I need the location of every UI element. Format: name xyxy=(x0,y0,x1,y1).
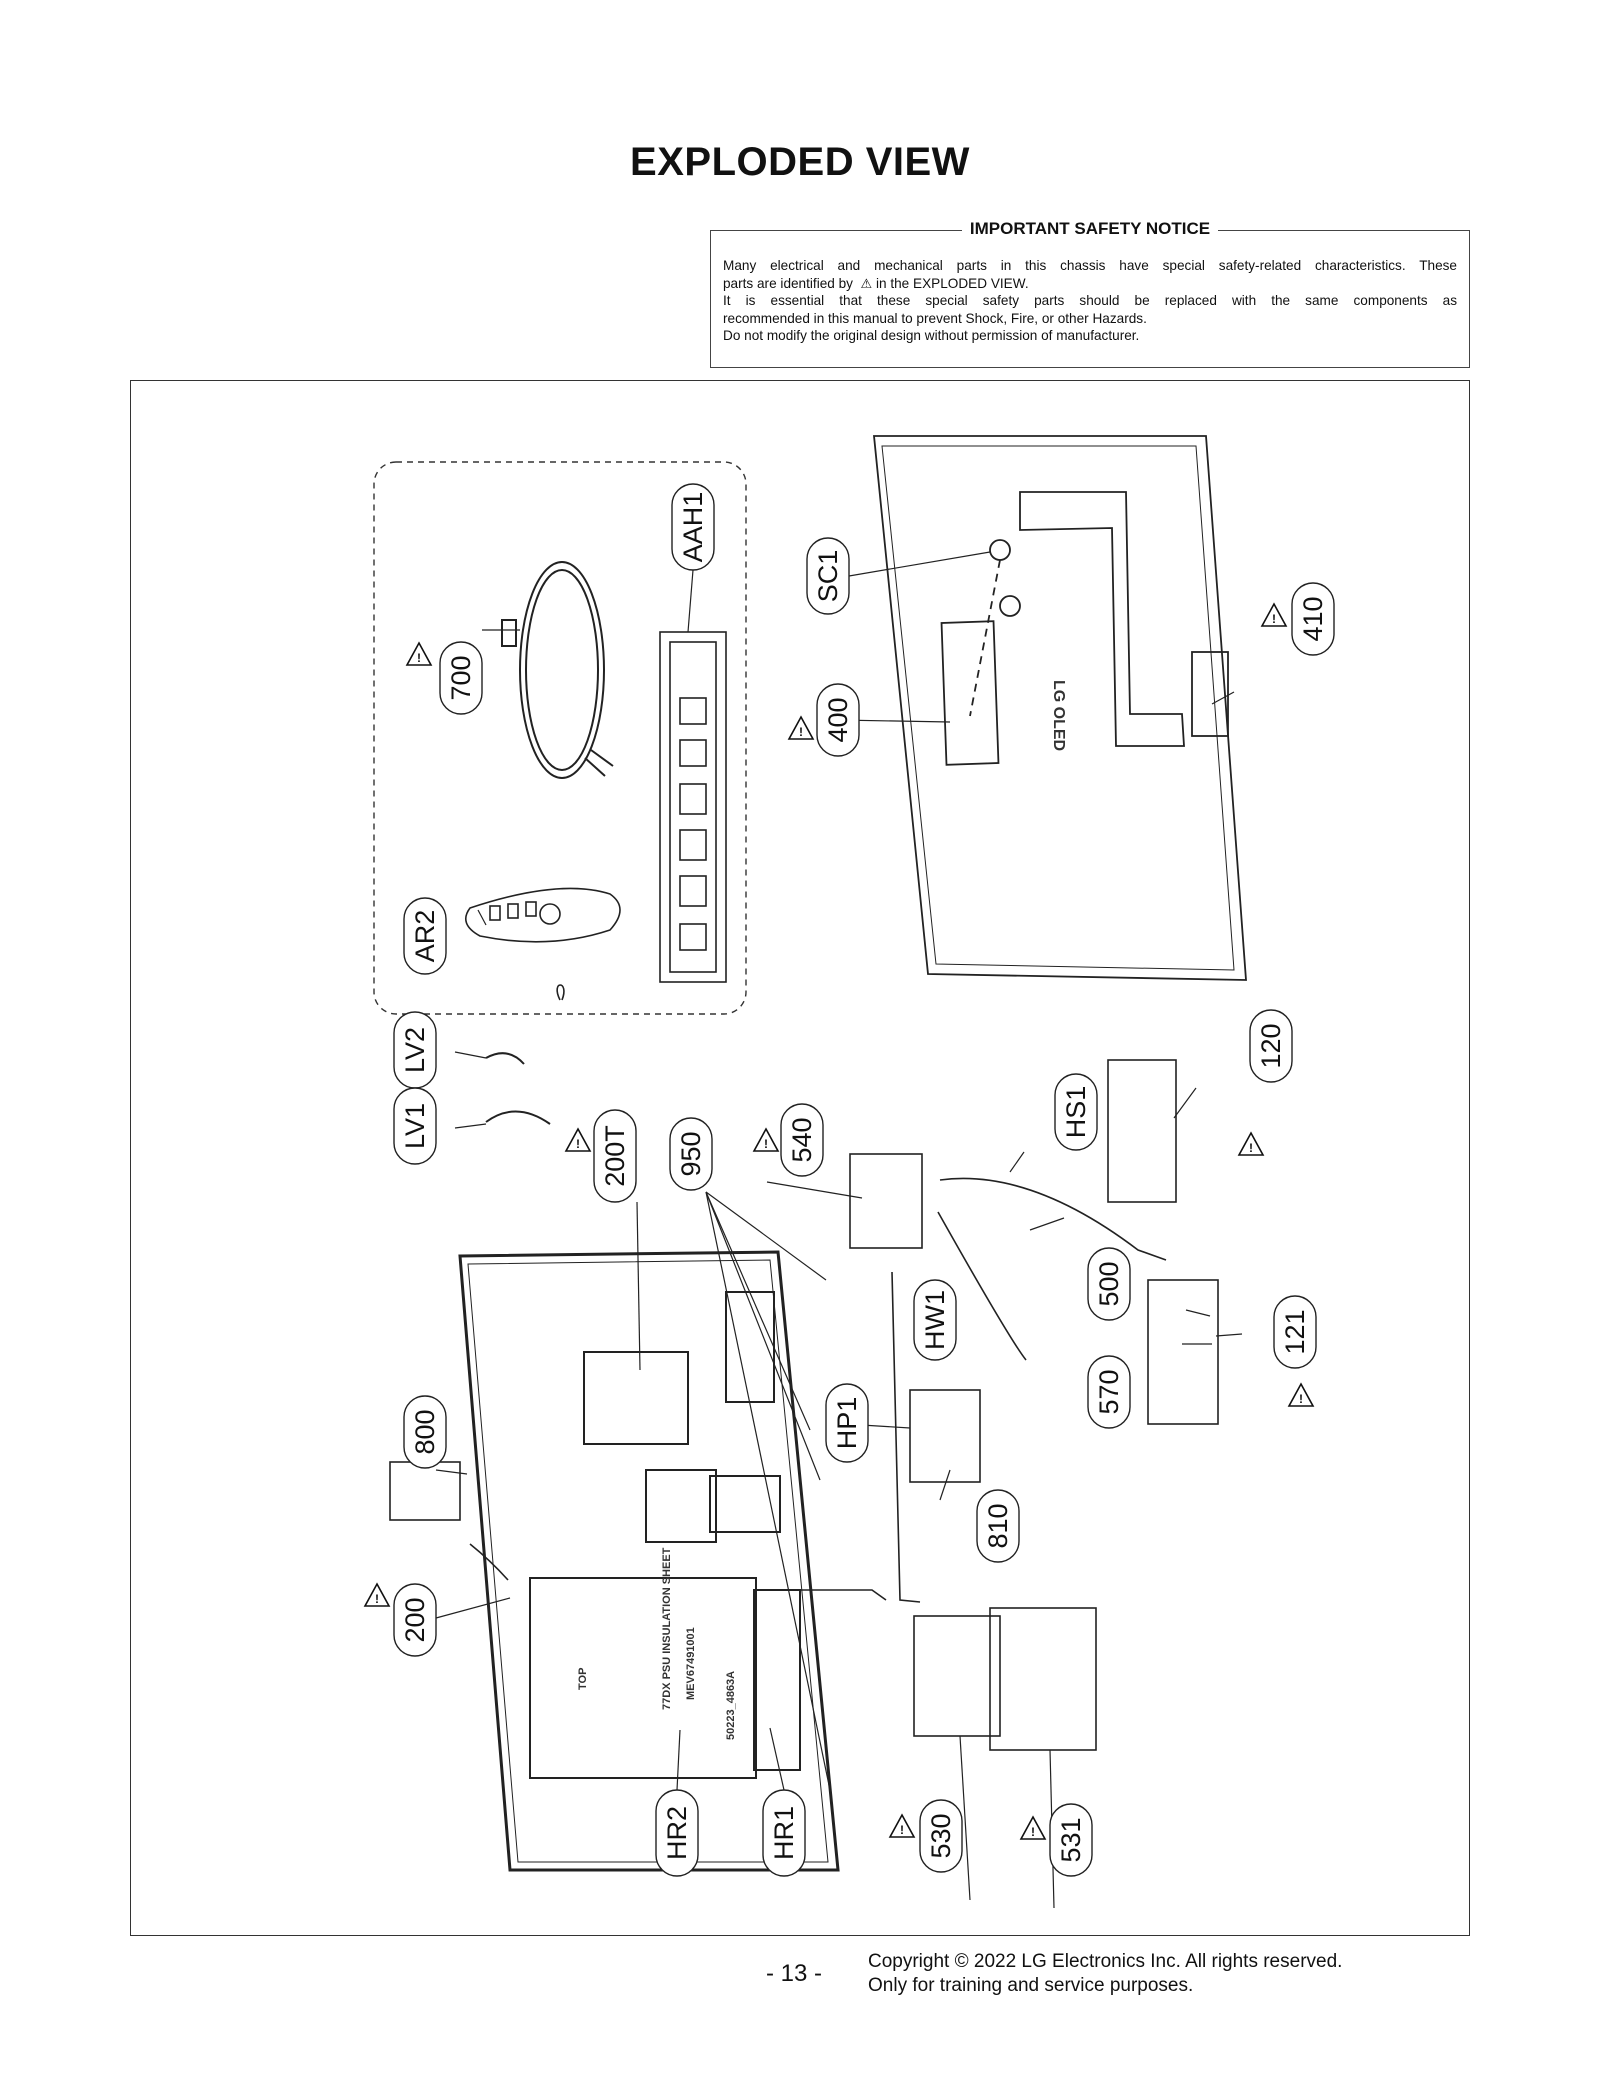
svg-text:410: 410 xyxy=(1298,596,1328,641)
cable-hp1 xyxy=(891,1271,921,1603)
back-cover xyxy=(873,435,1247,981)
svg-text:570: 570 xyxy=(1094,1369,1124,1414)
callout-hr2: HR2 xyxy=(655,1789,699,1877)
svg-text:HP1: HP1 xyxy=(832,1397,862,1450)
svg-text:200: 200 xyxy=(400,1597,430,1642)
svg-text:121: 121 xyxy=(1280,1309,1310,1354)
warning-icon: ⚠ xyxy=(860,275,873,291)
notice-line-5: Do not modify the original design withou… xyxy=(723,328,1140,343)
power-cord xyxy=(501,561,614,779)
svg-text:810: 810 xyxy=(983,1503,1013,1548)
warning-icon xyxy=(1288,1383,1314,1407)
notice-heading: IMPORTANT SAFETY NOTICE xyxy=(961,219,1219,238)
callout-hw1: HW1 xyxy=(913,1279,957,1361)
brand-logo: LG OLED xyxy=(1050,680,1067,751)
svg-text:950: 950 xyxy=(676,1131,706,1176)
warning-icon xyxy=(788,716,814,740)
callout-570: 570 xyxy=(1087,1355,1131,1429)
svg-text:HR2: HR2 xyxy=(662,1806,692,1860)
warning-icon xyxy=(1261,603,1287,627)
callout-200t: 200T xyxy=(593,1109,637,1203)
notice-line-4: recommended in this manual to prevent Sh… xyxy=(723,310,1147,326)
svg-text:HS1: HS1 xyxy=(1061,1086,1091,1139)
callout-120: 120 xyxy=(1249,1009,1293,1083)
svg-text:400: 400 xyxy=(823,697,853,742)
power-board-530 xyxy=(913,1615,1001,1737)
safety-notice: IMPORTANT SAFETY NOTICE Many electrical … xyxy=(710,219,1470,368)
callout-lv2: LV2 xyxy=(393,1011,437,1089)
remote-control xyxy=(464,887,621,943)
cable-lv2 xyxy=(485,1052,525,1065)
copyright-line: Copyright © 2022 LG Electronics Inc. All… xyxy=(868,1951,1343,1972)
svg-text:700: 700 xyxy=(446,655,476,700)
svg-text:540: 540 xyxy=(787,1117,817,1162)
callout-500: 500 xyxy=(1087,1247,1131,1321)
bracket-800 xyxy=(389,1461,461,1521)
callout-540: 540 xyxy=(780,1103,824,1177)
purpose-line: Only for training and service purposes. xyxy=(868,1975,1194,1996)
psu-code: 50223_4863A xyxy=(725,1671,737,1740)
svg-text:HR1: HR1 xyxy=(769,1806,799,1860)
callout-ar2: AR2 xyxy=(403,897,447,975)
svg-text:531: 531 xyxy=(1056,1817,1086,1862)
callout-700: 700 xyxy=(439,641,483,715)
callout-121: 121 xyxy=(1273,1295,1317,1369)
callout-400: 400 xyxy=(816,683,860,757)
cable-lv1 xyxy=(485,1110,551,1125)
callout-950: 950 xyxy=(669,1117,713,1191)
callout-531: 531 xyxy=(1049,1803,1093,1877)
svg-text:AR2: AR2 xyxy=(410,910,440,963)
svg-text:LV2: LV2 xyxy=(400,1027,430,1073)
main-board xyxy=(849,1153,923,1249)
psu-part-number: MEV67491001 xyxy=(685,1627,697,1700)
warning-icon xyxy=(406,642,432,666)
callout-410: 410 xyxy=(1291,582,1335,656)
psu-sheet-label: 77DX PSU INSULATION SHEET xyxy=(661,1547,673,1710)
callout-aah1: AAH1 xyxy=(671,483,715,571)
warning-icon xyxy=(364,1583,390,1607)
svg-text:530: 530 xyxy=(926,1813,956,1858)
top-marker: TOP xyxy=(577,1668,589,1690)
warning-icon xyxy=(1238,1132,1264,1156)
svg-text:SC1: SC1 xyxy=(813,550,843,603)
exploded-view-diagram: ! LG OLED xyxy=(364,435,1335,1909)
callout-530: 530 xyxy=(919,1799,963,1873)
wall-bracket xyxy=(659,631,727,983)
cable-hw1 xyxy=(937,1211,1027,1361)
speaker-120 xyxy=(1107,1059,1177,1203)
accessory-group-box xyxy=(373,461,747,1015)
power-board-531 xyxy=(989,1607,1097,1751)
svg-text:800: 800 xyxy=(410,1409,440,1454)
svg-text:120: 120 xyxy=(1256,1023,1286,1068)
display-panel xyxy=(458,1250,840,1872)
notice-line-1: Many electrical and mechanical parts in … xyxy=(723,258,1457,273)
copyright: Copyright © 2022 LG Electronics Inc. All… xyxy=(868,1950,1342,1998)
board-810 xyxy=(909,1389,981,1483)
svg-text:AAH1: AAH1 xyxy=(678,492,708,563)
callout-810: 810 xyxy=(976,1489,1020,1563)
callout-sc1: SC1 xyxy=(806,537,850,615)
warning-icon xyxy=(889,1814,915,1838)
warning-icon xyxy=(565,1128,591,1152)
svg-text:500: 500 xyxy=(1094,1261,1124,1306)
warning-icon xyxy=(1020,1816,1046,1840)
callout-lv1: LV1 xyxy=(393,1087,437,1165)
page-title: EXPLODED VIEW xyxy=(630,140,970,184)
callout-hs1: HS1 xyxy=(1054,1073,1098,1151)
svg-text:HW1: HW1 xyxy=(920,1290,950,1350)
page-number: - 13 - xyxy=(766,1960,823,1987)
callout-800: 800 xyxy=(403,1395,447,1469)
svg-text:LV1: LV1 xyxy=(400,1103,430,1149)
warning-icon xyxy=(753,1128,779,1152)
svg-text:200T: 200T xyxy=(600,1125,630,1187)
cable-hs1 xyxy=(939,1177,1167,1261)
callout-hp1: HP1 xyxy=(825,1383,869,1463)
diagram-frame xyxy=(130,380,1470,1936)
callout-hr1: HR1 xyxy=(762,1789,806,1877)
notice-line-3: It is essential that these special safet… xyxy=(723,293,1457,308)
notice-line-2: parts are identified by ⚠ in the EXPLODE… xyxy=(723,275,1029,291)
callout-200: 200 xyxy=(393,1583,437,1657)
notice-body: Many electrical and mechanical parts in … xyxy=(723,257,1457,345)
speaker-121 xyxy=(1147,1279,1219,1425)
